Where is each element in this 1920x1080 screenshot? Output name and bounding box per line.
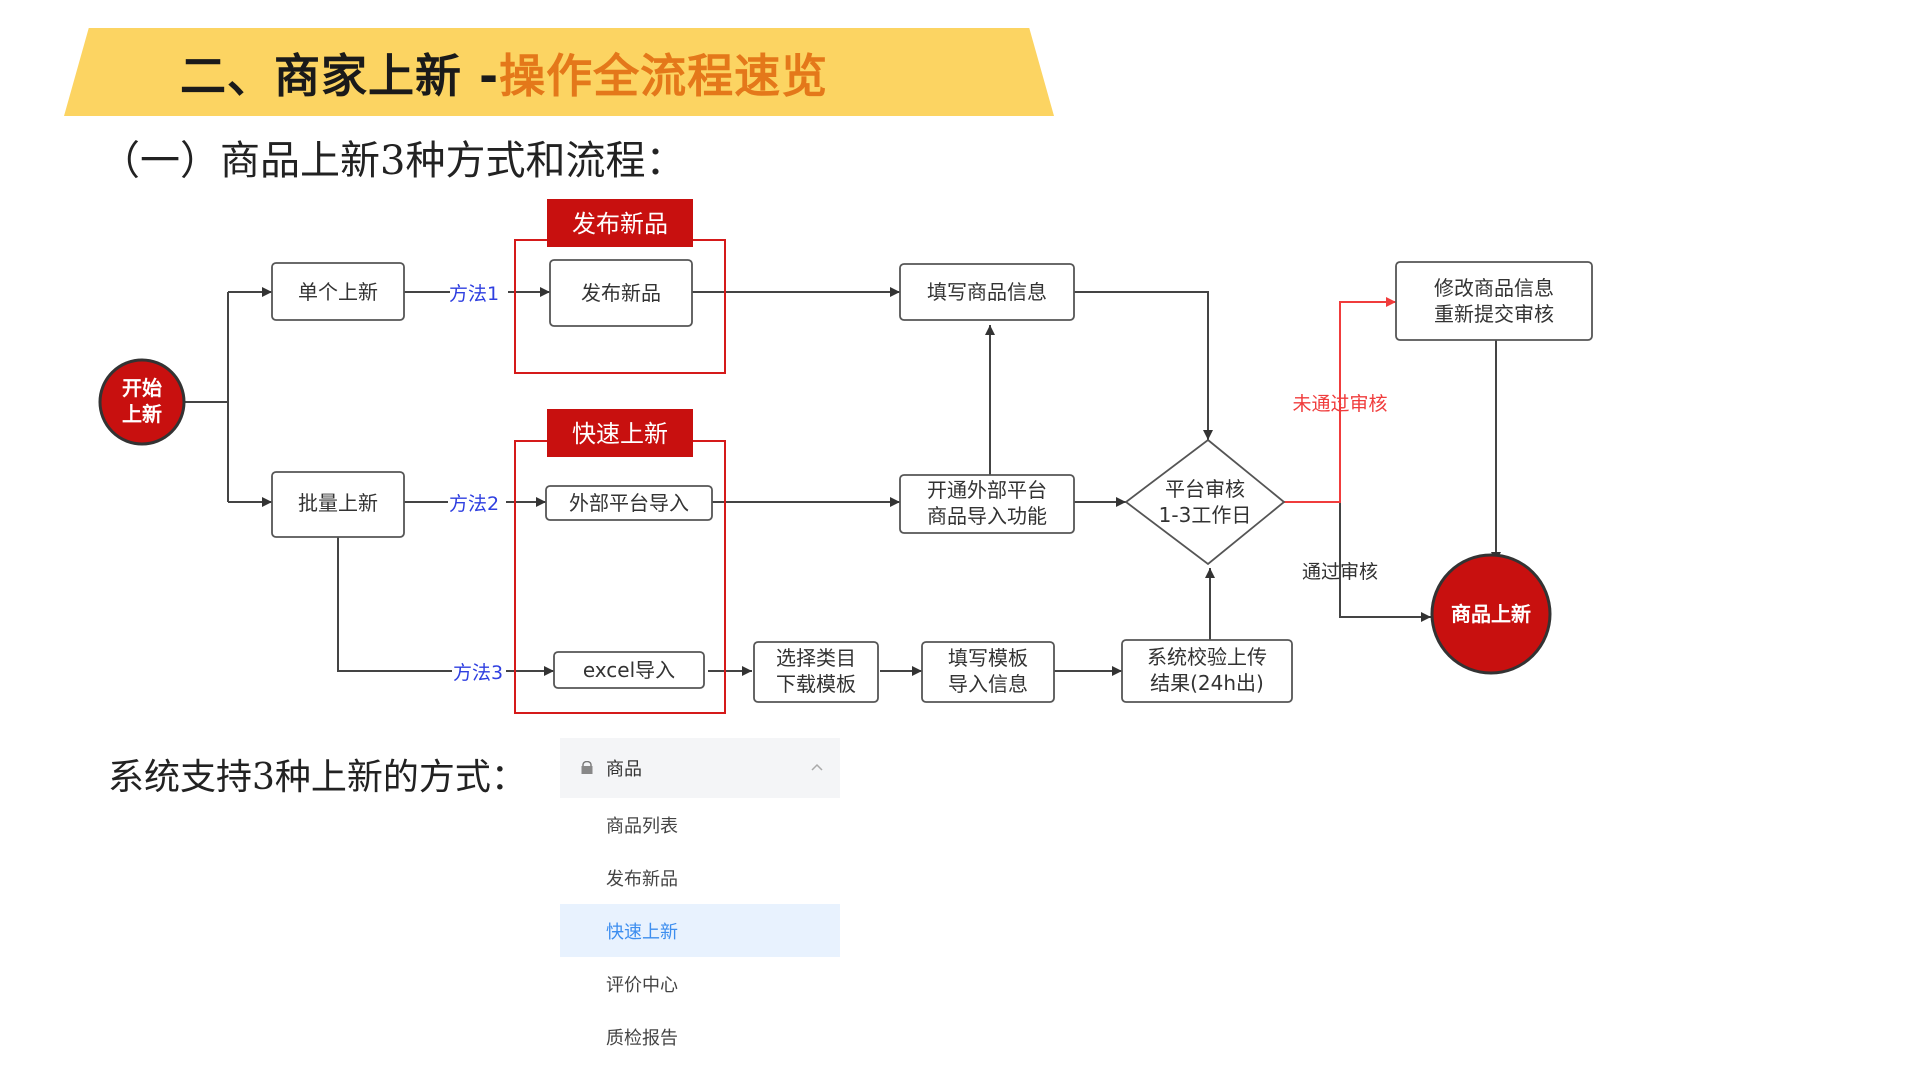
node-choose-category: 选择类目 下载模板 <box>753 641 879 703</box>
method2-label: 方法2 <box>449 493 499 515</box>
start-label-line1: 开始 <box>122 376 162 400</box>
node-fill-info: 填写商品信息 <box>899 263 1075 321</box>
flow-edges <box>184 287 1501 676</box>
svg-text:单个上新: 单个上新 <box>298 280 378 304</box>
choose-category-line2: 下载模板 <box>776 672 856 696</box>
svg-text:外部平台导入: 外部平台导入 <box>569 491 689 515</box>
svg-text:发布新品: 发布新品 <box>581 281 661 305</box>
menu-item-quick-new[interactable]: 快速上新 <box>560 904 840 957</box>
method1-label: 方法1 <box>449 283 499 305</box>
pass-label: 通过审核 <box>1302 561 1378 583</box>
open-import-line2: 商品导入功能 <box>927 504 1047 528</box>
start-node: 开始 上新 <box>98 358 186 446</box>
svg-text:excel导入: excel导入 <box>583 658 675 682</box>
fill-template-line2: 导入信息 <box>948 672 1028 696</box>
svg-text:批量上新: 批量上新 <box>298 491 378 515</box>
svg-text:商品上新: 商品上新 <box>1451 602 1531 626</box>
end-node: 商品上新 <box>1430 553 1552 675</box>
header-banner <box>64 28 1054 116</box>
menu-item-publish-new[interactable]: 发布新品 <box>606 868 678 890</box>
node-open-import: 开通外部平台 商品导入功能 <box>899 474 1075 534</box>
menu-item-review-center[interactable]: 评价中心 <box>606 974 678 996</box>
review-line1: 平台审核 <box>1165 477 1245 501</box>
start-label-line2: 上新 <box>122 402 162 426</box>
node-excel-import: excel导入 <box>553 651 705 689</box>
menu-item-quality-report[interactable]: 质检报告 <box>606 1027 678 1049</box>
node-batch: 批量上新 <box>271 471 405 538</box>
sidebar-menu: 商品 商品列表 发布新品 快速上新 评价中心 质检报告 <box>560 738 840 1063</box>
modify-line1: 修改商品信息 <box>1434 276 1554 300</box>
fill-template-line1: 填写模板 <box>948 646 1028 670</box>
modify-line2: 重新提交审核 <box>1434 302 1554 326</box>
open-import-line1: 开通外部平台 <box>927 478 1047 502</box>
svg-text:发布新品: 发布新品 <box>572 210 668 238</box>
title-accent: 操作全流程速览 <box>499 49 829 103</box>
node-publish-new: 发布新品 <box>549 259 693 327</box>
node-external-import: 外部平台导入 <box>545 485 713 521</box>
method3-label: 方法3 <box>453 662 503 684</box>
node-system-check: 系统校验上传 结果(24h出) <box>1121 639 1293 703</box>
menu-header[interactable]: 商品 <box>560 738 840 798</box>
fail-label: 未通过审核 <box>1292 393 1387 415</box>
menu-item-product-list[interactable]: 商品列表 <box>606 815 678 837</box>
system-check-line1: 系统校验上传 <box>1147 645 1267 669</box>
bag-icon <box>580 761 594 775</box>
review-line2: 1-3工作日 <box>1159 503 1252 527</box>
review-diamond: 平台审核 1-3工作日 <box>1124 438 1286 566</box>
flow-diagram: 发布新品 快速上新 方法1 方法2 方法3 开始 上新 单个上新 批量上新 发布… <box>98 199 1593 714</box>
title-main: 二、商家上新 - <box>180 49 500 103</box>
choose-category-line1: 选择类目 <box>776 646 856 670</box>
section-subtitle: （一）商品上新3种方式和流程： <box>100 138 686 184</box>
group-label-quick: 快速上新 <box>547 409 693 457</box>
node-fill-template: 填写模板 导入信息 <box>921 641 1055 703</box>
node-modify: 修改商品信息 重新提交审核 <box>1395 261 1593 341</box>
chevron-up-icon[interactable] <box>810 756 824 777</box>
system-check-line2: 结果(24h出) <box>1150 671 1264 695</box>
svg-text:填写商品信息: 填写商品信息 <box>927 280 1047 304</box>
page-title: 二、商家上新 - 操作全流程速览 <box>180 36 828 110</box>
node-single: 单个上新 <box>271 262 405 321</box>
intro-text: 系统支持3种上新的方式： <box>108 757 527 798</box>
group-label-publish: 发布新品 <box>547 199 693 247</box>
svg-text:快速上新: 快速上新 <box>572 420 668 448</box>
menu-header-label: 商品 <box>606 759 642 780</box>
